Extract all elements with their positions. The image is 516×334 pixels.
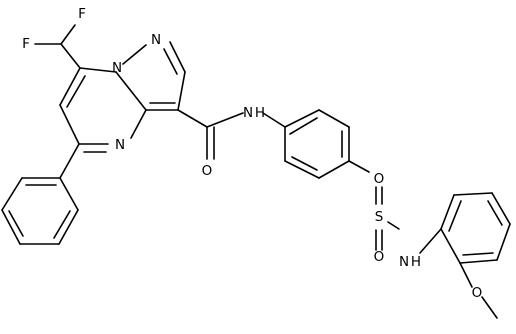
amide-group: [177, 109, 244, 160]
phenyl-ring: [1, 143, 80, 245]
nitrogen-atom-label: N: [399, 254, 409, 270]
nitrogen-atom-label: N: [112, 60, 122, 76]
hydrogen-atom-label: H: [411, 254, 421, 270]
oxygen-atom-label: O: [374, 171, 385, 187]
oxygen-atom-label: O: [472, 285, 483, 301]
sulfur-atom-label: S: [375, 209, 384, 225]
pyrimidine-ring: [59, 67, 147, 153]
hydrogen-atom-label: H: [255, 105, 265, 121]
fluorine-atom-label: F: [22, 36, 30, 52]
nitrogen-atom-label: N: [151, 32, 161, 48]
oxygen-atom-label: O: [202, 163, 213, 179]
phenylene-ring: [262, 109, 350, 179]
methoxy-group: [459, 262, 498, 319]
nitrogen-atom-label: N: [243, 105, 253, 121]
difluoromethyl-group: [34, 24, 81, 69]
methoxyphenyl-ring: [419, 192, 511, 264]
pyrazole-ring: [122, 41, 186, 111]
nitrogen-atom-label: N: [115, 137, 125, 153]
sulfonyl-group: [348, 160, 400, 251]
oxygen-atom-label: O: [374, 249, 385, 265]
fluorine-atom-label: F: [78, 6, 86, 22]
